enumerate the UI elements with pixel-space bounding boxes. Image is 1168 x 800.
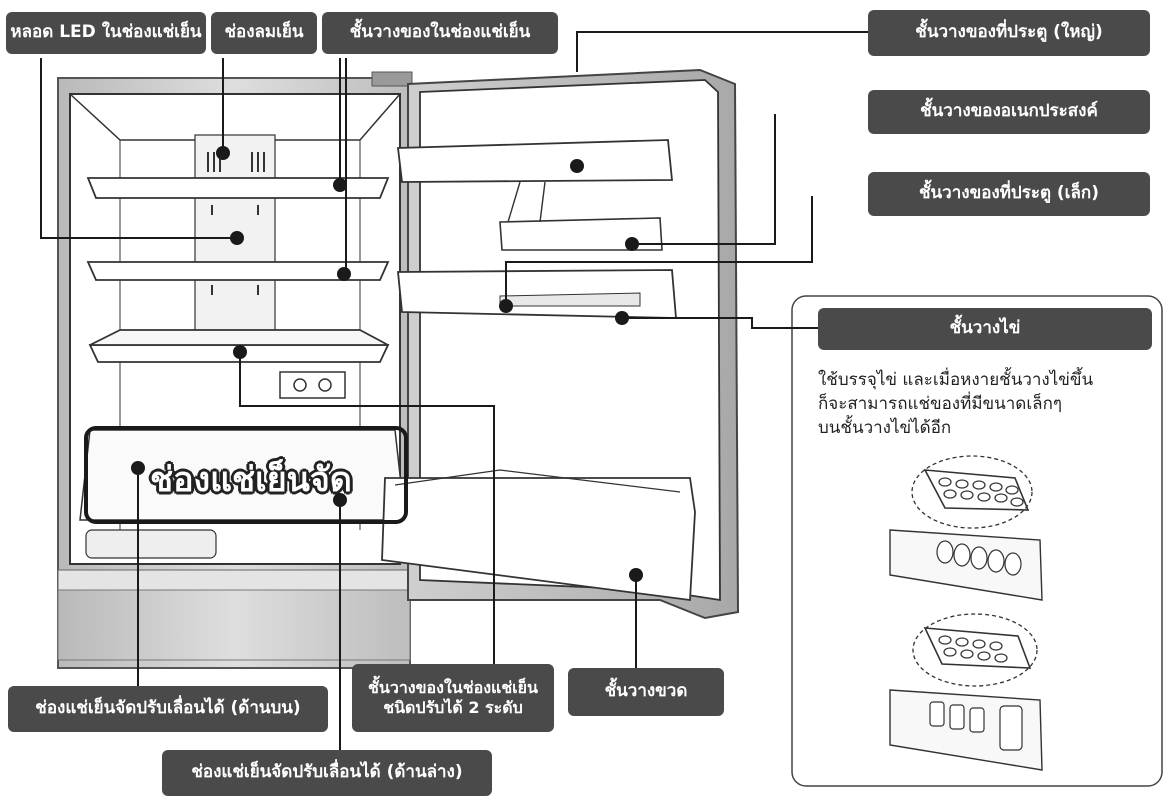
label-led-light: หลอด LED ในช่องแช่เย็น xyxy=(6,12,206,54)
fridge-door xyxy=(381,68,740,620)
vent-slots xyxy=(207,152,265,295)
egg-tray-description: ใช้บรรจุไข่ และเมื่อหงายชั้นวางไข่ขึ้น ก… xyxy=(818,368,1158,440)
chilled-room-box xyxy=(84,426,408,524)
egg-tray-illustration-top xyxy=(889,455,1043,601)
label-egg-tray: ชั้นวางไข่ xyxy=(818,308,1152,350)
egg-description-line: ก็จะสามารถแช่ของที่มีขนาดเล็กๆ xyxy=(818,394,1063,414)
label-chilled-slide-upper: ช่องแช่เย็นจัดปรับเลื่อนได้ (ด้านบน) xyxy=(8,686,328,732)
leader-lines xyxy=(40,31,868,750)
chilled-room-title: ช่องแช่เย็นจัด xyxy=(150,460,352,500)
adjustable-shelf-line1: ชั้นวางของในช่องแช่เย็น xyxy=(368,678,538,697)
egg-description-line: บนชั้นวางไข่ได้อีก xyxy=(818,418,952,438)
label-multipurpose-shelf: ชั้นวางของอเนกประสงค์ xyxy=(868,90,1150,134)
adjustable-shelf-line2: ชนิดปรับได้ 2 ระดับ xyxy=(383,698,523,717)
label-fridge-shelf: ชั้นวางของในช่องแช่เย็น xyxy=(322,12,558,54)
egg-description-line: ใช้บรรจุไข่ และเมื่อหงายชั้นวางไข่ขึ้น xyxy=(818,370,1094,390)
fridge-shelves xyxy=(86,177,390,363)
label-cold-air-vent: ช่องลมเย็น xyxy=(211,12,317,54)
label-chilled-slide-lower: ช่องแช่เย็นจัดปรับเลื่อนได้ (ด้านล่าง) xyxy=(162,750,492,796)
egg-tray-illustration-bottom xyxy=(889,613,1043,771)
leader-dots xyxy=(131,146,643,582)
label-door-shelf-large: ชั้นวางของที่ประตู (ใหญ่) xyxy=(868,10,1150,56)
fridge-cabinet xyxy=(57,71,413,669)
label-adjustable-shelf: ชั้นวางของในช่องแช่เย็น ชนิดปรับได้ 2 ระ… xyxy=(352,664,554,732)
label-bottle-shelf: ชั้นวางขวด xyxy=(568,668,724,716)
label-door-shelf-small: ชั้นวางของที่ประตู (เล็ก) xyxy=(868,172,1150,216)
